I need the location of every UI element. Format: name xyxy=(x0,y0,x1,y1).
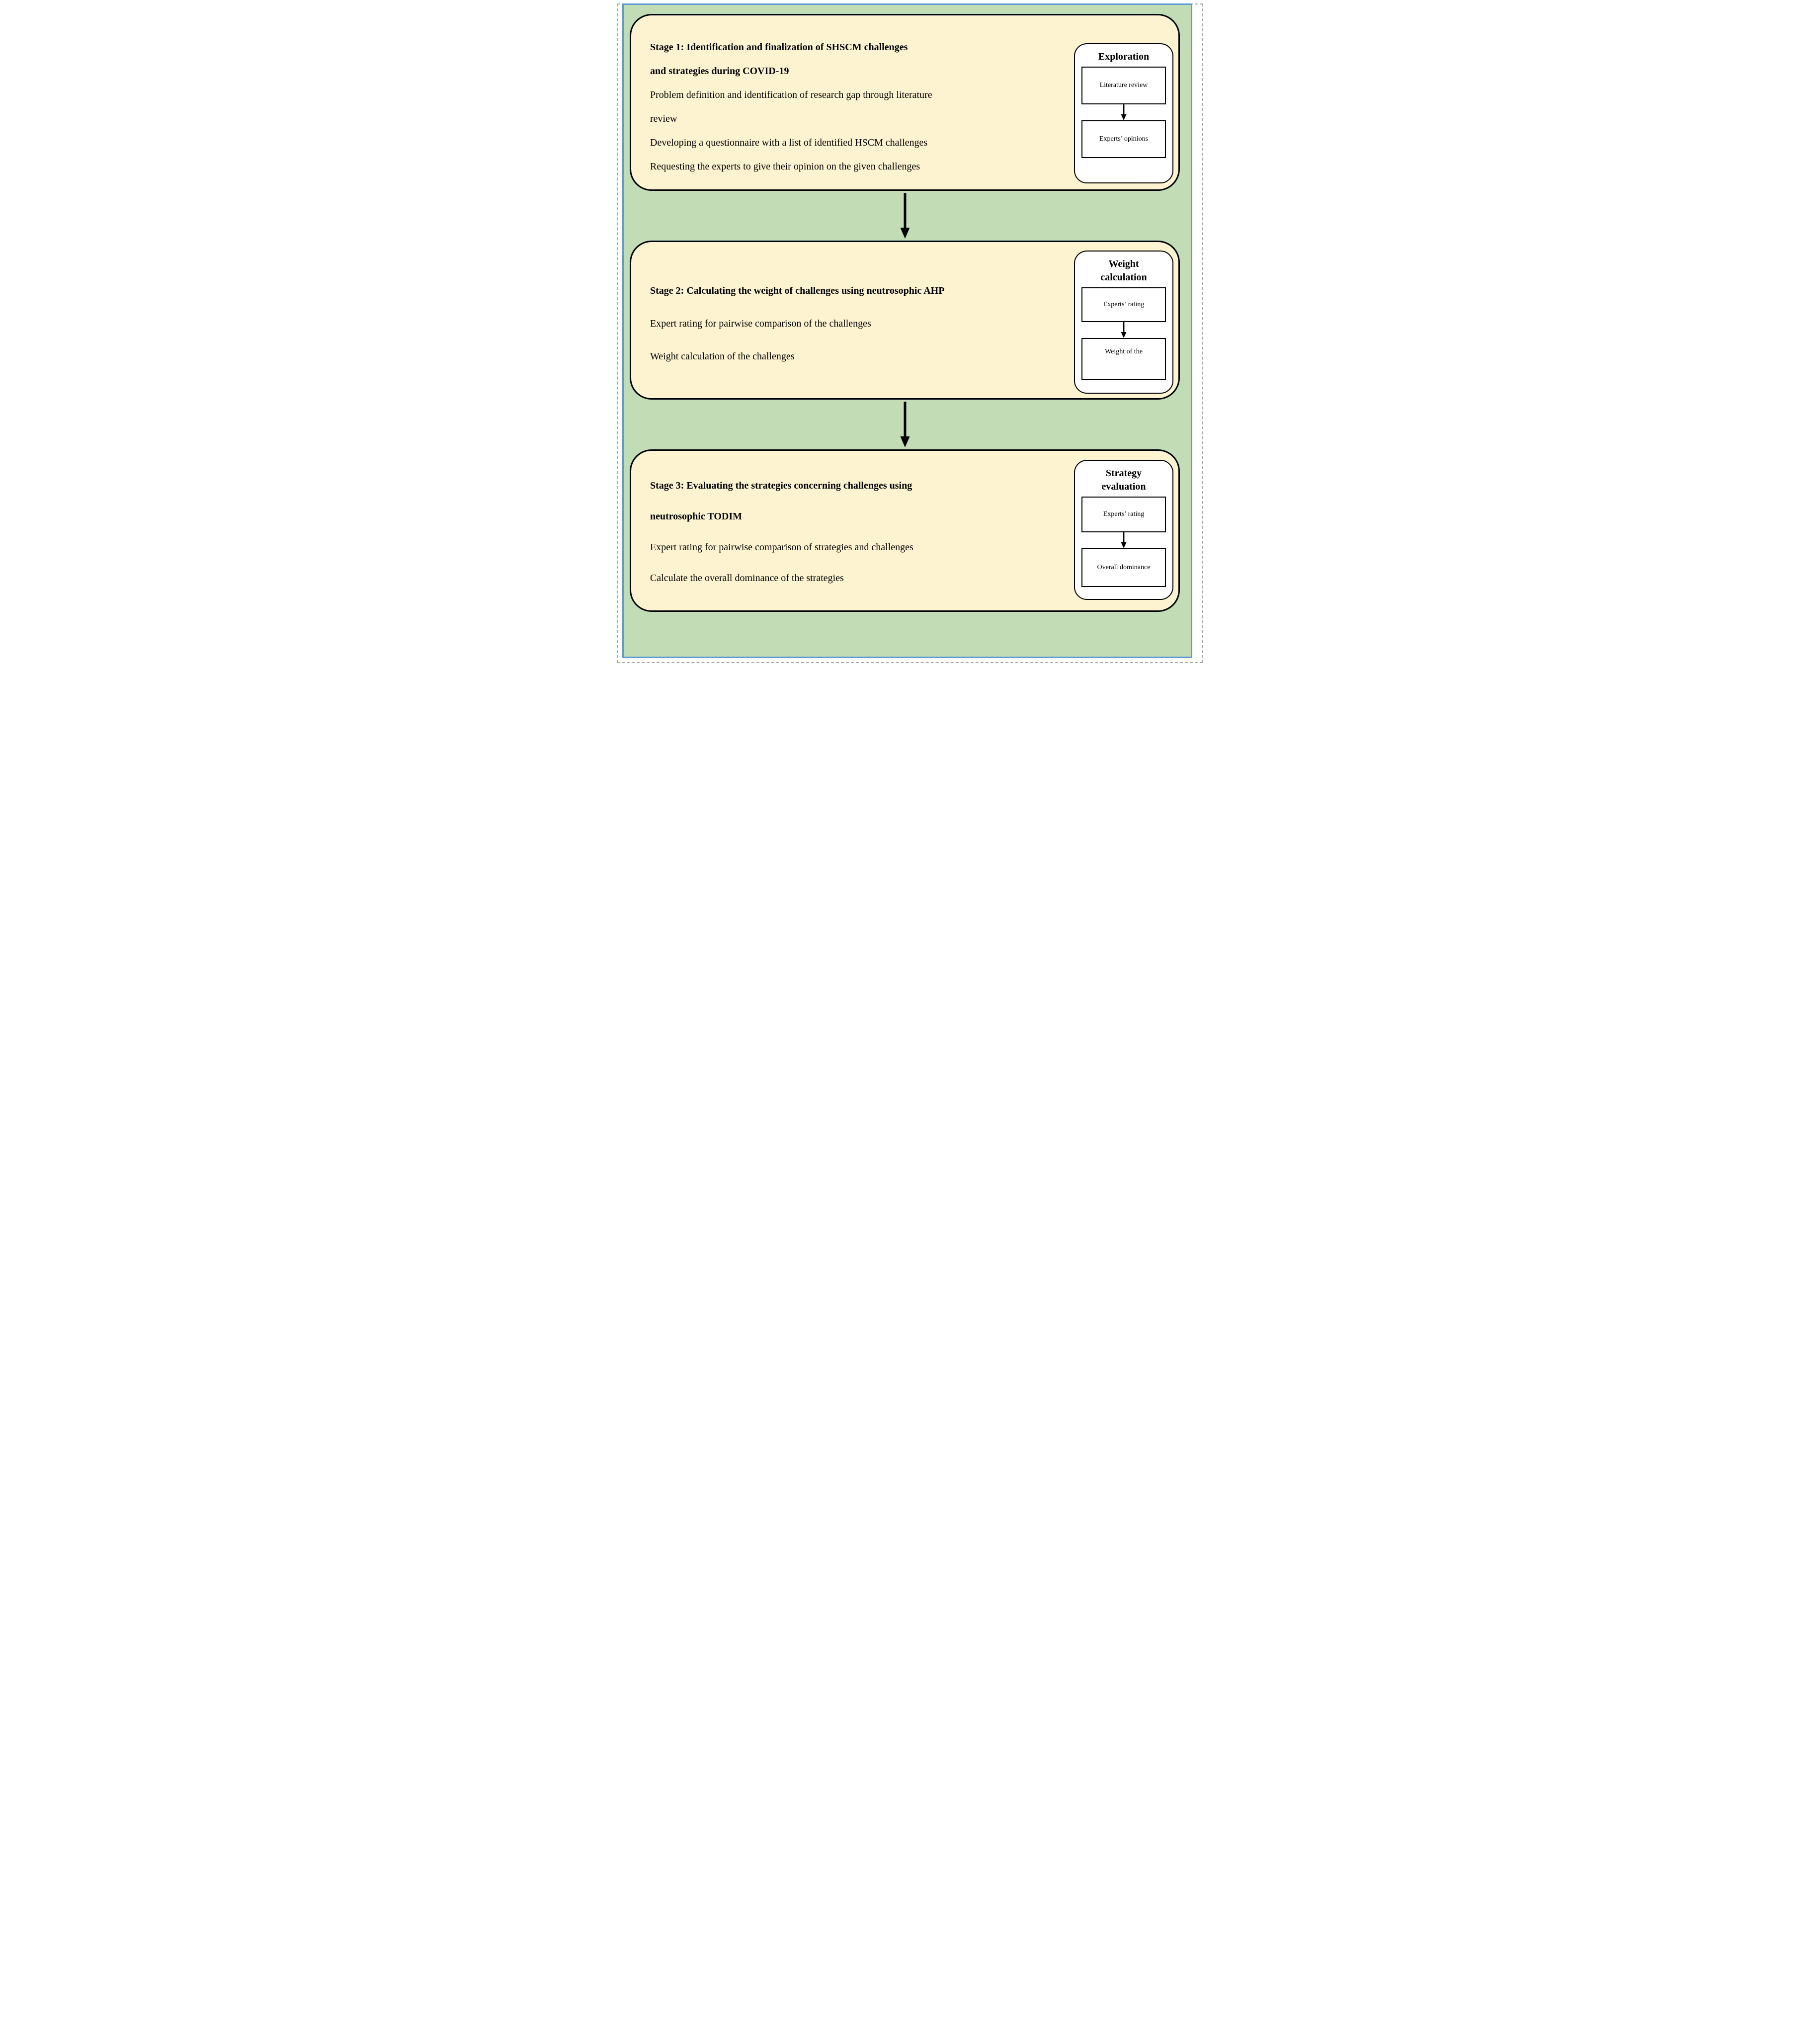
side-box-title: Exploration xyxy=(1081,50,1166,64)
stage-connector-1 xyxy=(630,191,1180,241)
stage-3-box: Stage 3: Evaluating the strategies conce… xyxy=(630,449,1180,612)
process-step: Experts’ rating xyxy=(1081,287,1166,322)
process-step: Experts’ opinions xyxy=(1081,120,1166,158)
stage-1-side-column: Exploration Literature review Experts’ o… xyxy=(1072,15,1178,189)
down-arrow-icon xyxy=(1121,104,1127,120)
stage-2-body-line: Expert rating for pairwise comparison of… xyxy=(650,318,871,329)
down-arrow-icon xyxy=(900,193,910,239)
stage-2-title-line: Stage 2: Calculating the weight of chall… xyxy=(650,285,945,296)
side-box-title-line: Weight xyxy=(1108,258,1139,269)
flowchart-panel: Stage 1: Identification and finalization… xyxy=(622,3,1192,658)
process-step: Experts’ rating xyxy=(1081,497,1166,532)
process-step: Literature review xyxy=(1081,67,1166,104)
stage-2-side-column: Weight calculation Experts’ rating Weigh… xyxy=(1072,242,1178,398)
side-box-title: Strategy evaluation xyxy=(1081,467,1166,494)
stage-1-body-line: review xyxy=(650,113,677,124)
figure-canvas: Stage 1: Identification and finalization… xyxy=(612,0,1208,665)
process-step: Overall dominance xyxy=(1081,548,1166,587)
stage-3-side-column: Strategy evaluation Experts’ rating Over… xyxy=(1072,451,1178,610)
weight-calculation-box: Weight calculation Experts’ rating Weigh… xyxy=(1074,251,1173,394)
stage-3-title-line: Stage 3: Evaluating the strategies conce… xyxy=(650,480,912,491)
step-arrow xyxy=(1081,322,1166,338)
strategy-evaluation-box: Strategy evaluation Experts’ rating Over… xyxy=(1074,460,1173,600)
stage-1-body-line: Requesting the experts to give their opi… xyxy=(650,161,920,172)
stage-1-text: Stage 1: Identification and finalization… xyxy=(631,15,1072,189)
down-arrow-icon xyxy=(1121,322,1127,338)
side-box-title-line: evaluation xyxy=(1101,481,1146,492)
stage-1-body-line: Developing a questionnaire with a list o… xyxy=(650,137,928,148)
stage-2-body-line: Weight calculation of the challenges xyxy=(650,351,795,362)
side-box-title-line: Strategy xyxy=(1105,468,1142,479)
stage-connector-2 xyxy=(630,400,1180,449)
stage-3-body-line: Expert rating for pairwise comparison of… xyxy=(650,541,913,553)
stage-1-box: Stage 1: Identification and finalization… xyxy=(630,14,1180,191)
stage-3-title-line: neutrosophic TODIM xyxy=(650,510,743,522)
stage-3-text: Stage 3: Evaluating the strategies conce… xyxy=(631,451,1072,610)
stage-2-text: Stage 2: Calculating the weight of chall… xyxy=(631,242,1072,398)
side-box-title: Weight calculation xyxy=(1081,257,1166,284)
exploration-box: Exploration Literature review Experts’ o… xyxy=(1074,43,1173,183)
side-box-title-line: Exploration xyxy=(1098,51,1150,62)
down-arrow-icon xyxy=(1121,532,1127,548)
side-box-title-line: calculation xyxy=(1100,272,1147,283)
step-arrow xyxy=(1081,104,1166,120)
stage-1-title-line: and strategies during COVID-19 xyxy=(650,66,789,77)
stage-2-box: Stage 2: Calculating the weight of chall… xyxy=(630,241,1180,400)
process-step: Weight of the xyxy=(1081,338,1166,380)
stage-1-title-line: Stage 1: Identification and finalization… xyxy=(650,42,908,53)
step-arrow xyxy=(1081,532,1166,548)
stage-3-body-line: Calculate the overall dominance of the s… xyxy=(650,572,844,584)
stage-1-body-line: Problem definition and identification of… xyxy=(650,89,932,100)
down-arrow-icon xyxy=(900,402,910,447)
